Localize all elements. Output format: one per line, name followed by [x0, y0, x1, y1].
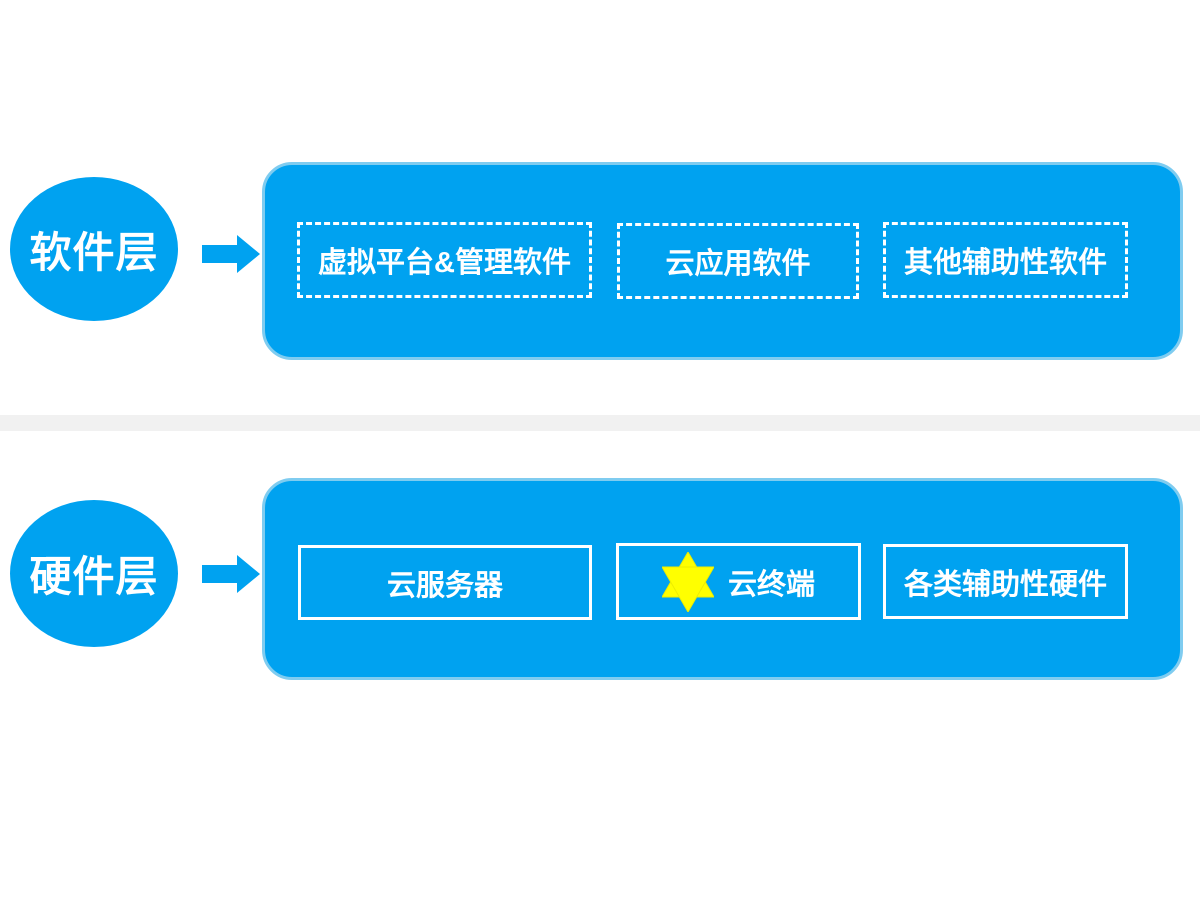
hardware-layer-label: 硬件层: [29, 553, 159, 600]
software-layer-panel: 虚拟平台&管理软件 云应用软件 其他辅助性软件: [262, 162, 1183, 360]
arrow-right-icon: [202, 235, 260, 273]
software-item-label: 虚拟平台&管理软件: [318, 247, 571, 279]
software-item-other-auxiliary: 其他辅助性软件: [883, 222, 1128, 298]
software-item-label: 其他辅助性软件: [903, 247, 1107, 279]
software-item-cloud-app: 云应用软件: [617, 223, 859, 299]
arrow-right-icon: [202, 555, 260, 593]
hardware-item-label: 各类辅助性硬件: [903, 568, 1107, 601]
hardware-item-label: 云服务器: [386, 569, 503, 602]
star-icon: [661, 551, 714, 612]
hardware-item-cloud-server: 云服务器: [298, 545, 592, 620]
hardware-item-cloud-terminal: 云终端: [616, 543, 861, 620]
software-layer-label: 软件层: [29, 228, 159, 276]
software-item-label: 云应用软件: [665, 248, 811, 280]
hardware-layer-circle: 硬件层: [10, 500, 178, 647]
software-item-virtual-platform: 虚拟平台&管理软件: [297, 222, 592, 298]
section-divider: [0, 415, 1200, 431]
software-layer-circle: 软件层: [10, 177, 178, 321]
hardware-item-label: 云终端: [727, 568, 815, 601]
hardware-item-auxiliary-hardware: 各类辅助性硬件: [883, 544, 1128, 619]
hardware-layer-panel: 云服务器 云终端 各类辅助性硬件: [262, 478, 1183, 680]
